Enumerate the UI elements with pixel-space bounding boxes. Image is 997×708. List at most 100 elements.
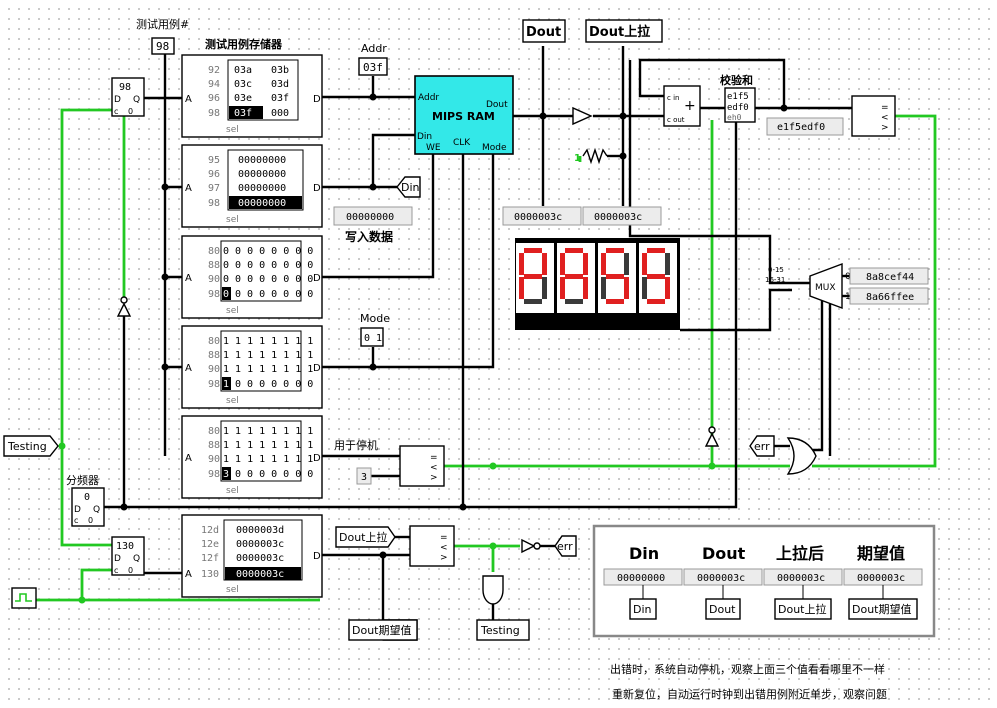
svg-text:12d: 12d xyxy=(201,525,219,536)
svg-text:sel: sel xyxy=(226,486,239,496)
mux-label: MUX xyxy=(815,283,836,293)
svg-text:D: D xyxy=(313,94,321,105)
svg-text:=: = xyxy=(440,533,448,543)
mode-value: 0 1 xyxy=(364,333,382,344)
testcase-value: 98 xyxy=(156,40,169,53)
svg-text:90: 90 xyxy=(208,454,220,465)
svg-text:0 0 0 0 0 0 0: 0 0 0 0 0 0 0 xyxy=(235,379,313,390)
svg-text:<: < xyxy=(440,543,448,553)
testing-tunnel-bottom[interactable]: Testing xyxy=(476,619,530,641)
dout-tunnel-top[interactable]: Dout xyxy=(522,19,566,43)
checksum-probe xyxy=(766,117,844,136)
summary-tunnel-expect: Dout期望值 xyxy=(852,603,912,616)
svg-text:90: 90 xyxy=(208,364,220,375)
or-gate xyxy=(786,437,817,475)
summary-value-pull: 0000003c xyxy=(777,573,825,584)
svg-text:8a8cef44: 8a8cef44 xyxy=(866,272,914,283)
svg-text:0000003d: 0000003d xyxy=(236,525,284,536)
testing-tunnel-left[interactable]: Testing xyxy=(3,435,59,457)
summary-panel: Din Dout 上拉后 期望值 00000000 0000003c 00000… xyxy=(592,524,936,638)
svg-text:98: 98 xyxy=(208,379,220,390)
svg-text:c out: c out xyxy=(667,116,685,124)
svg-text:A: A xyxy=(185,273,192,284)
svg-text:88: 88 xyxy=(208,440,220,451)
segment-f xyxy=(642,253,647,275)
err-tunnel-bottom[interactable]: err xyxy=(554,535,577,557)
svg-text:03c: 03c xyxy=(234,79,252,90)
svg-text:Addr: Addr xyxy=(418,93,439,103)
summary-value-din: 00000000 xyxy=(617,573,665,584)
svg-text:Mode: Mode xyxy=(482,143,507,153)
dout-expect-tunnel[interactable]: Dout期望值 xyxy=(348,619,418,641)
comparator-checksum: = < > xyxy=(851,95,896,137)
svg-text:12e: 12e xyxy=(201,539,219,550)
addr-value: 03f xyxy=(363,61,383,74)
svg-text:<: < xyxy=(430,463,438,473)
svg-text:00000000: 00000000 xyxy=(238,183,286,194)
svg-text:92: 92 xyxy=(208,65,220,76)
segment-b xyxy=(665,253,670,275)
summary-header-pull: 上拉后 xyxy=(776,544,824,563)
clock-source[interactable] xyxy=(11,587,37,609)
svg-text:1 1 1 1 1 1 1 1: 1 1 1 1 1 1 1 1 xyxy=(223,454,313,465)
segment-d xyxy=(565,299,583,304)
svg-text:1: 1 xyxy=(845,292,851,302)
segment-d xyxy=(647,299,665,304)
not-gate-checksum xyxy=(704,426,720,447)
segment-e xyxy=(519,277,524,299)
svg-text:0: 0 xyxy=(84,492,90,503)
summary-header-expect: 期望值 xyxy=(857,544,905,563)
din-tunnel[interactable]: Din xyxy=(396,176,421,198)
svg-text:>: > xyxy=(430,473,438,483)
svg-text:03b: 03b xyxy=(271,65,289,76)
svg-text:err: err xyxy=(754,440,770,453)
segment-e xyxy=(601,277,606,299)
dout-pull-tunnel-top[interactable]: Dout上拉 xyxy=(585,19,663,43)
dout-pull-tunnel-left[interactable]: Dout上拉 xyxy=(335,526,396,548)
svg-text:c: c xyxy=(114,566,118,575)
segment-c xyxy=(542,277,547,299)
note-halt: 出错时，系统自动停机，观察上面三个值看看哪里不一样 xyxy=(610,662,885,676)
svg-text:sel: sel xyxy=(226,585,239,595)
svg-text:=: = xyxy=(881,103,889,113)
svg-text:94: 94 xyxy=(208,79,220,90)
summary-value-dout: 0000003c xyxy=(697,573,745,584)
svg-text:98: 98 xyxy=(208,469,220,480)
not-gate-clock xyxy=(116,296,132,317)
segment-c xyxy=(624,277,629,299)
green-wires xyxy=(36,108,937,602)
svg-text:A: A xyxy=(185,453,192,464)
svg-text:98: 98 xyxy=(208,289,220,300)
checksum-register[interactable]: e1f5 edf0 eh0 xyxy=(724,87,756,123)
segment-a xyxy=(565,248,583,253)
svg-text:Din: Din xyxy=(417,132,432,142)
split-hi-label: 0-15 xyxy=(768,266,784,274)
svg-text:1: 1 xyxy=(574,153,581,164)
segment-e xyxy=(642,277,647,299)
divider-label: 分频器 xyxy=(66,473,99,487)
svg-text:130: 130 xyxy=(116,541,134,552)
svg-text:0 0 0 0 0 0 0 0: 0 0 0 0 0 0 0 0 xyxy=(223,260,313,271)
segment-d xyxy=(524,299,542,304)
svg-text:80: 80 xyxy=(208,246,220,257)
svg-text:D: D xyxy=(114,554,121,564)
segment-e xyxy=(560,277,565,299)
dout-pull-probe-value: 0000003c xyxy=(594,212,642,223)
svg-text:A: A xyxy=(185,569,192,580)
mips-ram[interactable]: Addr MIPS RAM Dout Din WE CLK Mode xyxy=(414,75,514,155)
rom-expected[interactable]: AD 12d 0000003d 12e 0000003c 12f 0000003… xyxy=(181,514,323,598)
svg-text:80: 80 xyxy=(208,336,220,347)
err-tunnel-right[interactable]: err xyxy=(749,435,775,457)
svg-text:=: = xyxy=(430,453,438,463)
svg-text:e1f5: e1f5 xyxy=(727,92,749,102)
